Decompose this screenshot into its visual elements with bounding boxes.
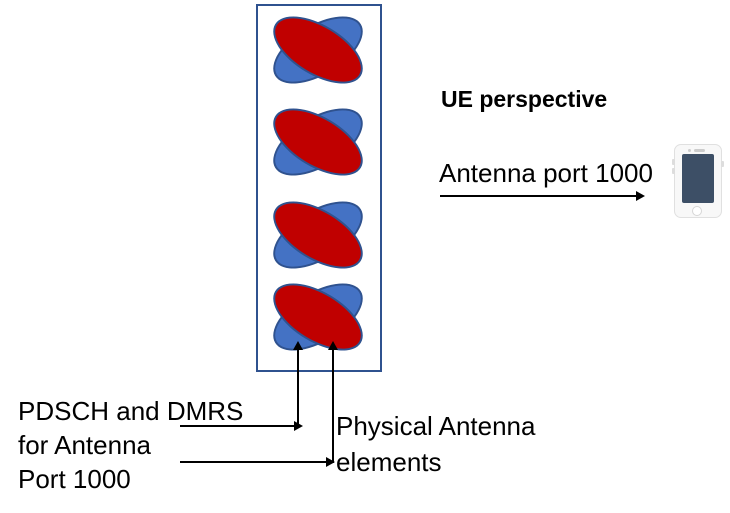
pdsch-dmrs-label-line2: for Antenna xyxy=(18,430,151,460)
pdsch-dmrs-label: PDSCH and DMRS for Antenna Port 1000 xyxy=(18,394,243,496)
antenna-element-1 xyxy=(262,2,374,98)
phone-side-button xyxy=(672,168,675,174)
pdsch-connector-up-arrowhead-icon xyxy=(292,341,303,350)
physical-connector-vline xyxy=(332,349,334,463)
physical-antenna-label: Physical Antenna elements xyxy=(336,408,535,480)
phone-side-button xyxy=(672,159,675,165)
antenna-port-label: Antenna port 1000 xyxy=(439,158,653,188)
phone-side-button xyxy=(721,161,724,167)
smartphone-icon xyxy=(672,144,724,218)
physical-antenna-label-line2: elements xyxy=(336,447,442,477)
antenna-port-arrowhead-icon xyxy=(636,190,645,201)
antenna-element-4 xyxy=(262,269,374,365)
pdsch-dmrs-label-line1: PDSCH and DMRS xyxy=(18,396,244,426)
phone-home-button xyxy=(692,206,702,216)
physical-connector-up-arrowhead-icon xyxy=(327,341,338,350)
ue-perspective-heading: UE perspective xyxy=(441,86,608,112)
physical-connector-arrowhead-icon xyxy=(326,456,335,467)
antenna-element-2 xyxy=(262,94,374,190)
phone-screen xyxy=(682,154,714,203)
pdsch-dmrs-label-line3: Port 1000 xyxy=(18,464,131,494)
physical-antenna-label-line1: Physical Antenna xyxy=(336,411,536,441)
antenna-element-3 xyxy=(262,187,374,283)
pdsch-connector-vline xyxy=(297,349,299,427)
pdsch-connector-hline xyxy=(180,425,294,427)
phone-camera-dot xyxy=(688,149,691,152)
phone-speaker-slot xyxy=(694,149,705,152)
physical-connector-hline xyxy=(180,461,326,463)
antenna-port-arrow-line xyxy=(440,195,636,197)
